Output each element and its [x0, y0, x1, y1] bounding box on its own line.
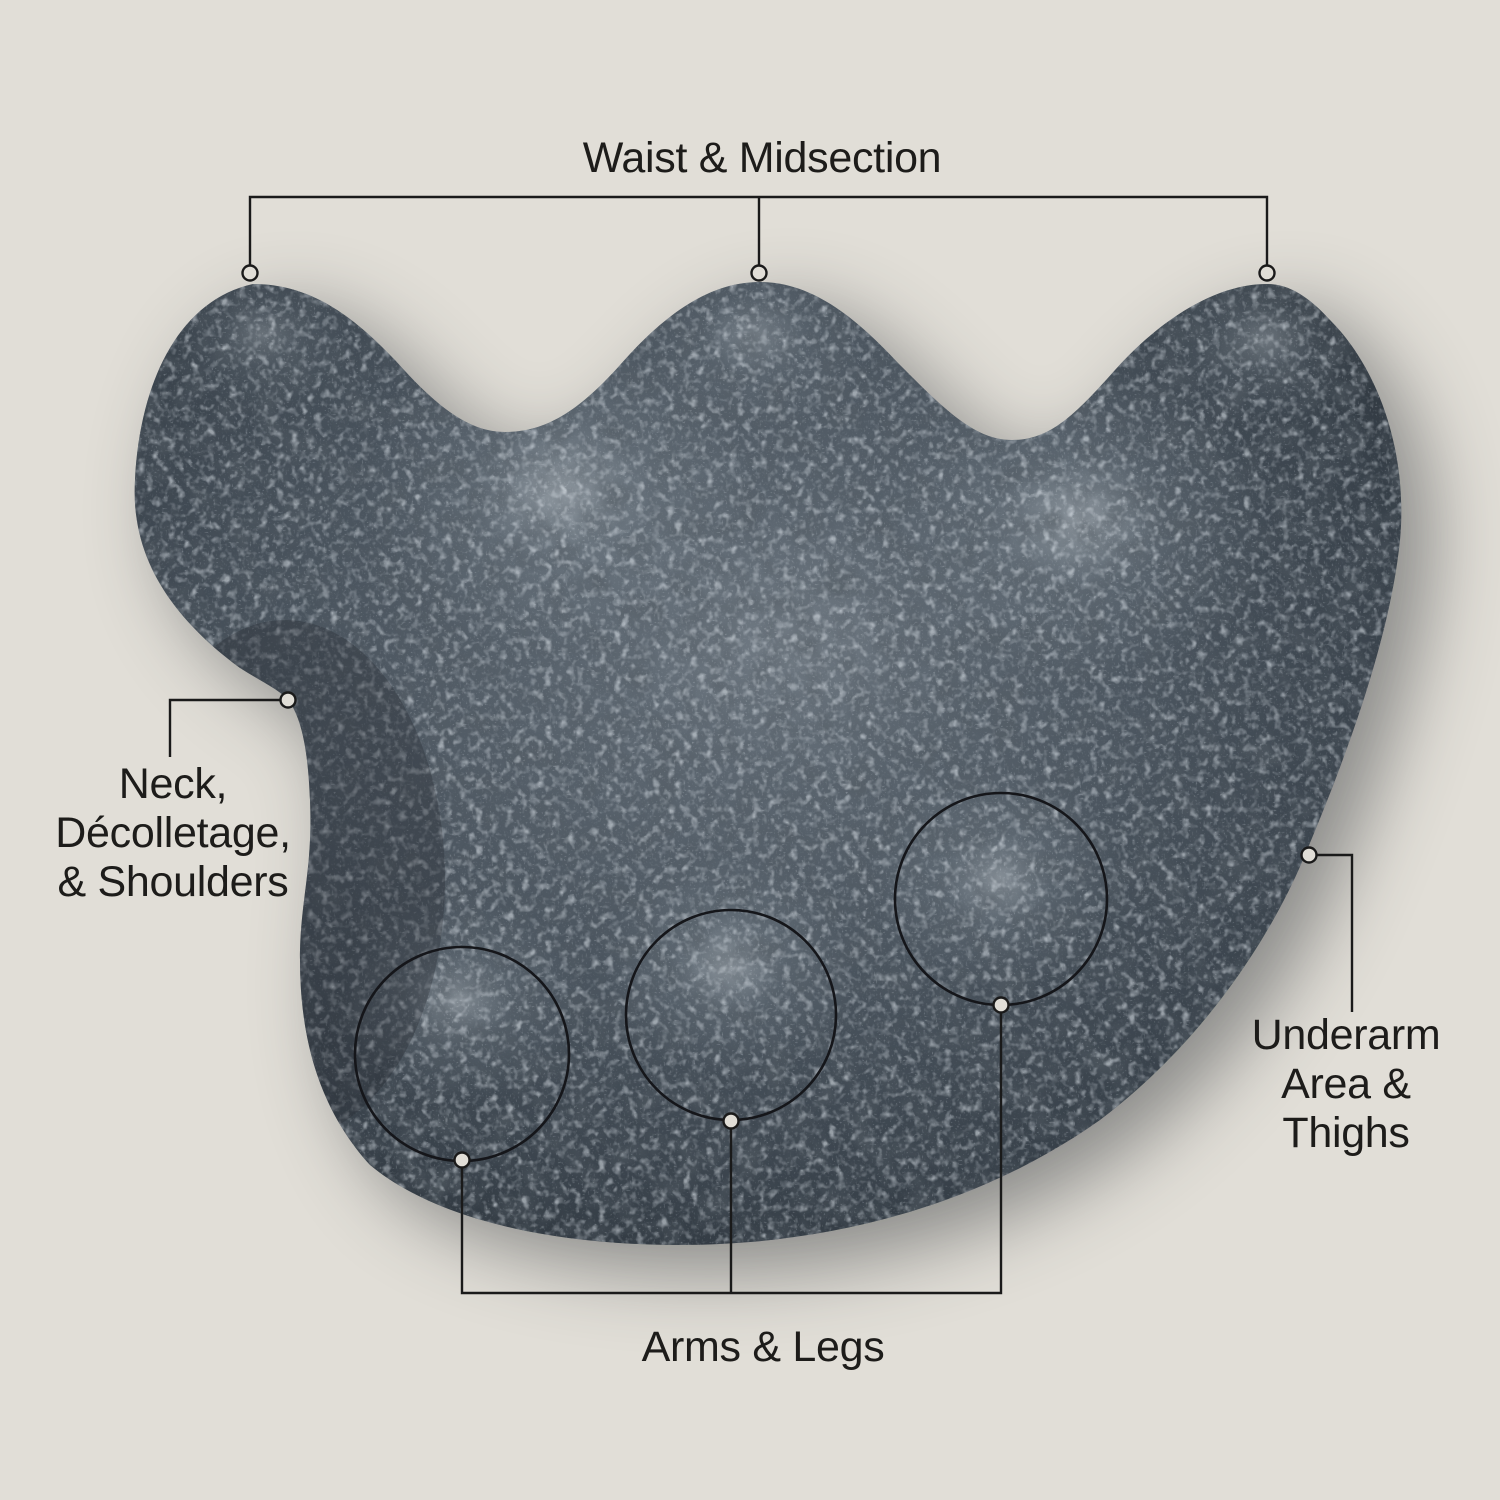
- label-underarm-line-3: Thighs: [1282, 1109, 1410, 1157]
- annotation-layer: [168, 195, 1354, 1295]
- underarm-leader-line: [1309, 853, 1354, 1012]
- waist-leader-lines: [248, 195, 1269, 273]
- neck-leader-line: [168, 698, 288, 757]
- underarm-anchor-node: [1300, 846, 1318, 864]
- label-neck-line-3: & Shoulders: [57, 858, 289, 906]
- label-underarm-thighs: Underarm Area & Thighs: [1252, 1011, 1441, 1158]
- label-neck-line-1: Neck,: [118, 760, 228, 808]
- stone-body: [134, 282, 1402, 1245]
- stone-fine-speckle-texture: [134, 282, 1402, 1245]
- neck-anchor-node: [279, 691, 297, 709]
- waist-anchor-node-left: [241, 264, 259, 282]
- label-arms-legs: Arms & Legs: [641, 1323, 885, 1371]
- label-underarm-line-2: Area &: [1281, 1060, 1411, 1108]
- arms-anchor-node-right: [992, 996, 1010, 1014]
- label-neck-decolletage-shoulders: Neck, Décolletage, & Shoulders: [55, 760, 291, 907]
- waist-anchor-node-right: [1258, 264, 1276, 282]
- label-neck-line-2: Décolletage,: [55, 809, 291, 857]
- arms-leader-lines: [460, 1005, 1003, 1295]
- label-underarm-line-1: Underarm: [1251, 1011, 1441, 1059]
- label-waist-midsection: Waist & Midsection: [582, 134, 942, 182]
- arms-anchor-node-left: [453, 1151, 471, 1169]
- arms-anchor-node-middle: [722, 1112, 740, 1130]
- waist-anchor-node-middle: [750, 264, 768, 282]
